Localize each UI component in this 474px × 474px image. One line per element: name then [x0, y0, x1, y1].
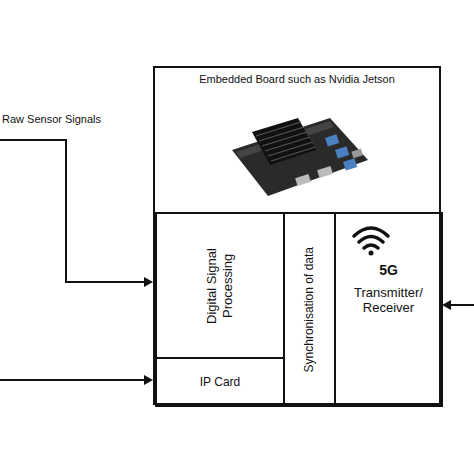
- board-illustration: [232, 118, 368, 196]
- usb-port: [343, 158, 357, 170]
- wifi-symbol: [354, 228, 388, 256]
- node-text: Synchronisation of data: [302, 247, 316, 372]
- ip-wire: [0, 379, 146, 381]
- heatsink-fins: [256, 122, 315, 161]
- signal-wires: [0, 140, 474, 380]
- board-pcb: [232, 118, 368, 196]
- arrow-heads: [144, 277, 451, 385]
- process-box: Digital Signal Processing: [155, 212, 285, 359]
- card-box: IP Card: [155, 357, 285, 407]
- board-edge: [236, 121, 334, 158]
- node-text: Digital Signal Processing: [204, 236, 235, 336]
- arrow-head: [144, 277, 153, 287]
- band-label: 5G: [379, 262, 398, 279]
- sensor-wire: [0, 140, 146, 282]
- hdmi-port: [317, 166, 333, 178]
- usb-port: [325, 134, 339, 146]
- node-text: IP Card: [200, 375, 240, 389]
- signal-label: Raw Sensor Signals: [2, 113, 101, 125]
- ethernet-port: [351, 149, 363, 159]
- arrow-head: [442, 300, 451, 310]
- radio-wire: [449, 304, 474, 306]
- usb-port: [335, 146, 349, 158]
- power-port: [295, 174, 311, 186]
- node-text: Transmitter/ Receiver: [342, 285, 435, 316]
- radio-box: 5G Transmitter/ Receiver: [334, 212, 443, 407]
- arrow-head: [144, 375, 153, 385]
- embedded-board-box: Embedded Board such as Nvidia JetsonDigi…: [153, 66, 441, 405]
- heatsink: [252, 118, 316, 165]
- node-text: Embedded Board such as Nvidia Jetson: [199, 73, 395, 86]
- sync-box: Synchronisation of data: [283, 212, 336, 407]
